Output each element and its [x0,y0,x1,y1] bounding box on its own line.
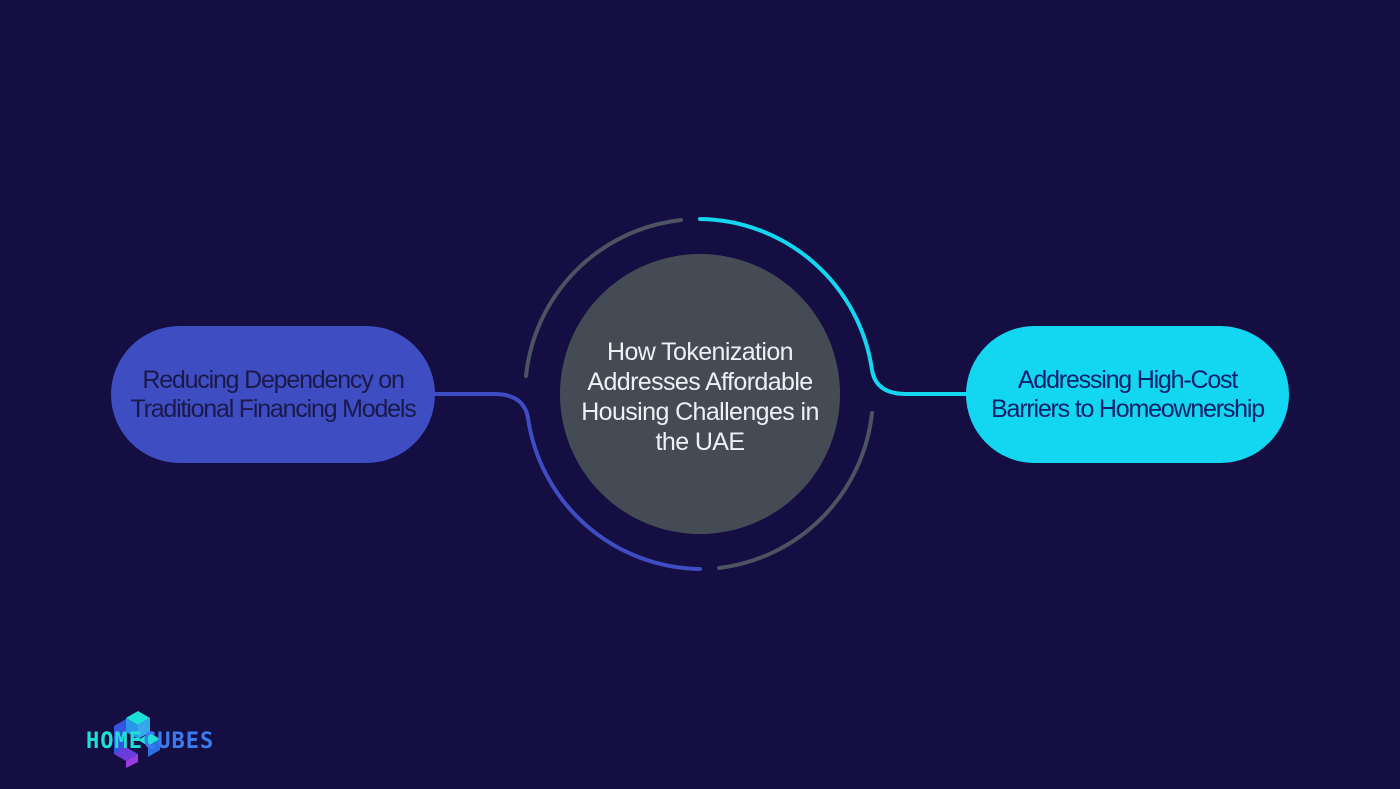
brand-wordmark: HOMECUBES [86,729,214,754]
homecubes-logo-icon [114,711,160,768]
ring-arc-bottom-right [717,411,874,570]
node-left: Reducing Dependency on Traditional Finan… [111,326,435,463]
node-right-label: Addressing High-Cost Barriers to Homeown… [991,365,1265,423]
ring-arc-top-left [524,218,683,378]
node-left-label: Reducing Dependency on Traditional Finan… [130,365,416,423]
center-title: How Tokenization Addresses Affordable Ho… [581,338,819,456]
connector-right [698,217,970,396]
center-circle [560,254,840,534]
brand-part-home: HOME [86,729,143,754]
brand-part-cubes: CUBES [142,729,215,754]
connector-left [430,392,702,571]
node-right: Addressing High-Cost Barriers to Homeown… [966,326,1289,463]
